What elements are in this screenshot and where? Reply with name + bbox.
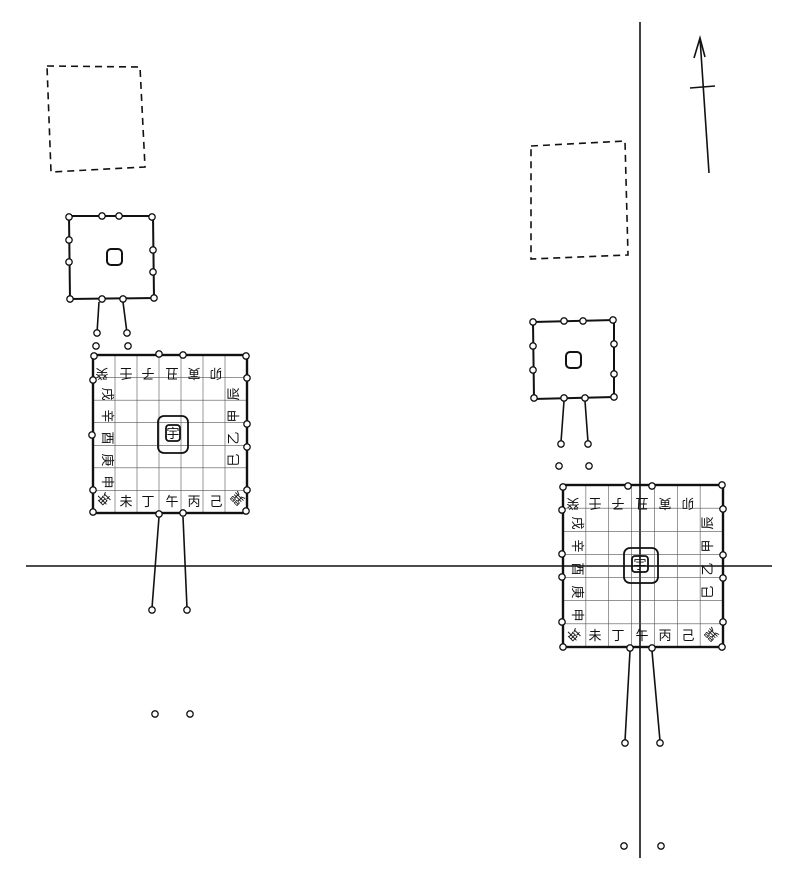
right-label: 巳 <box>701 585 716 598</box>
right-label: 辰 <box>701 516 716 529</box>
bottom-label: 未 <box>588 629 601 644</box>
bottom-label: 丁 <box>611 629 624 644</box>
board-center-glyph: 宇 <box>166 427 179 442</box>
north-arrow-icon <box>689 35 716 174</box>
top-label: 壬 <box>119 365 132 380</box>
left-label: 庚 <box>99 453 115 466</box>
right-label: 甲 <box>227 409 242 422</box>
divination-board-left: 宇 癸 壬 子 丑 寅 卯 戌 辛 酉 庚 申 辰 甲 乙 巳 坤 巽 未 丁 … <box>88 350 251 718</box>
board-center-outer <box>623 547 659 584</box>
bottom-label: 丙 <box>658 629 671 644</box>
top-label: 癸 <box>95 365 108 380</box>
left-label: 酉 <box>99 431 114 444</box>
small-frame-right <box>529 316 618 470</box>
left-label: 申 <box>569 608 584 621</box>
top-label: 丑 <box>165 365 178 380</box>
bottom-label: 己 <box>209 495 222 510</box>
bottom-label: 丁 <box>141 495 154 510</box>
small-frame-center-mark <box>106 248 123 266</box>
bottom-label: 午 <box>635 629 648 644</box>
board-center-outer <box>157 415 189 454</box>
right-label: 乙 <box>701 562 716 575</box>
top-label: 卯 <box>681 495 694 510</box>
divination-board-right: 宇 癸 壬 子 丑 寅 卯 戌 辛 酉 庚 申 辰 甲 乙 巳 坤 巽 未 丁 … <box>558 481 727 850</box>
dashed-outline-left <box>46 65 146 173</box>
bottom-label: 未 <box>119 495 132 510</box>
left-label: 戌 <box>99 387 114 400</box>
board-center-inner <box>165 424 181 442</box>
top-label: 壬 <box>588 495 601 510</box>
top-label: 子 <box>141 365 154 380</box>
right-label: 辰 <box>227 387 242 400</box>
right-label: 甲 <box>701 539 716 552</box>
left-label: 戌 <box>569 516 584 529</box>
bottom-label: 丙 <box>187 495 200 510</box>
board-center-inner <box>631 555 649 573</box>
left-label: 辛 <box>99 409 114 422</box>
right-label: 巳 <box>227 453 242 466</box>
dashed-outline-right <box>530 140 629 260</box>
right-label: 乙 <box>227 431 242 444</box>
top-label: 寅 <box>187 365 200 381</box>
bottom-label: 午 <box>165 495 178 510</box>
small-frame-left <box>65 212 158 350</box>
left-label: 辛 <box>569 539 584 552</box>
board-center-glyph: 宇 <box>633 558 646 573</box>
small-frame-center-mark <box>565 351 582 369</box>
left-label: 酉 <box>569 562 584 575</box>
top-label: 卯 <box>209 365 222 380</box>
corner-label: 巽 <box>702 624 722 644</box>
left-label: 庚 <box>569 585 585 598</box>
bottom-label: 己 <box>681 629 694 644</box>
top-label: 子 <box>611 495 624 510</box>
corner-label: 坤 <box>563 624 583 644</box>
top-label: 寅 <box>658 495 671 511</box>
top-label: 丑 <box>635 495 648 510</box>
left-label: 申 <box>99 475 114 488</box>
top-label: 癸 <box>566 495 579 510</box>
